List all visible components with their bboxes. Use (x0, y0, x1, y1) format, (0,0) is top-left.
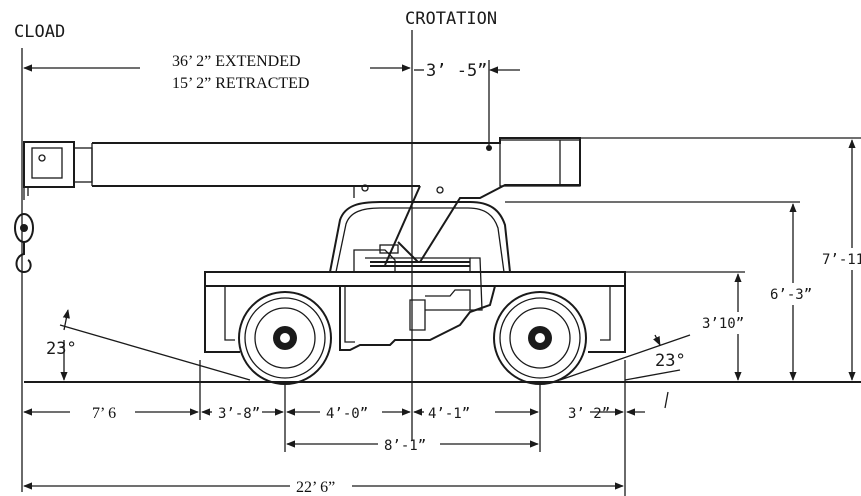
approach-angle-left-label: 23° (46, 339, 77, 359)
boom-extended-label: 36’ 2” EXTENDED (172, 53, 301, 70)
chassis-deck (204, 271, 626, 287)
approach-angle-line-right (559, 334, 691, 381)
approach-angle-right-label: 23° (655, 351, 686, 371)
centerline-load-label: CLOAD (14, 22, 65, 42)
rotation-offset-label: 3’ -5” (426, 61, 487, 81)
overall-length-label: 22’ 6” (296, 479, 335, 496)
crane-body (14, 137, 626, 385)
approach-angle-line-left (59, 324, 251, 381)
overall-height-label: 7’-11 (822, 252, 861, 268)
rotation-to-rear-axle-label: 4’-1” (428, 406, 470, 422)
cab-height-label: 6’-3” (770, 287, 812, 303)
front-wheel (238, 291, 332, 385)
rear-wheel (493, 291, 587, 385)
rotation-offset-dimension (414, 60, 520, 145)
rear-overhang-label: 3’ 2” (568, 406, 610, 422)
wheelbase-label: 8’-1” (384, 438, 426, 454)
centerline-rotation-label: CROTATION (405, 9, 497, 29)
front-overhang-label: 3’-8” (218, 406, 260, 422)
front-axle-to-rotation-label: 4’-0” (326, 406, 368, 422)
boom-retracted-label: 15’ 2” RETRACTED (172, 75, 309, 92)
front-overhang-load-label: 7’ 6 (92, 405, 116, 422)
deck-height-label: 3’10” (702, 316, 744, 332)
